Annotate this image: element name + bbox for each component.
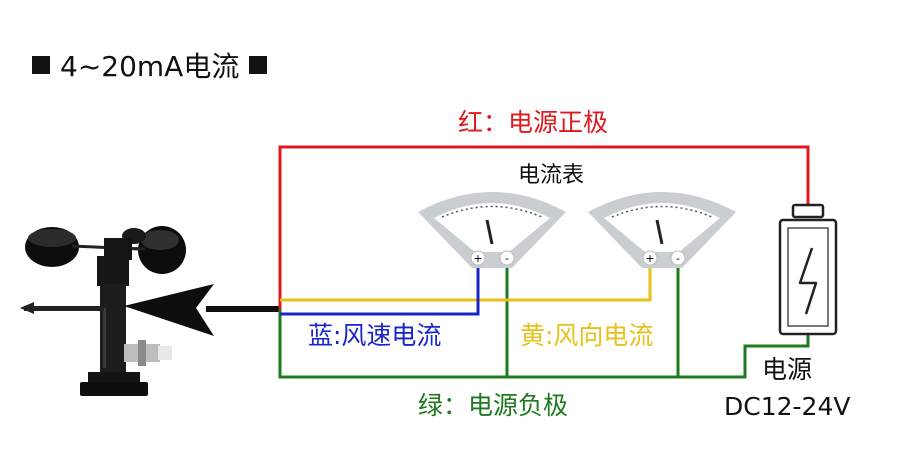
svg-text:-: - — [676, 252, 680, 265]
label-green-power-negative: 绿：电源负极 — [418, 391, 569, 420]
blue-wire — [280, 258, 480, 316]
svg-text:+: + — [645, 252, 654, 265]
ammeter-2-minus-terminal: - — [670, 250, 686, 266]
anemometer-icon — [20, 226, 214, 396]
svg-text:-: - — [505, 252, 509, 265]
title-right-square-icon — [249, 56, 268, 74]
yellow-wire — [280, 258, 652, 302]
ammeter-2-plus-terminal: + — [642, 250, 658, 266]
label-red-power-positive: 红：电源正极 — [458, 108, 609, 137]
title-text: 4~20mA电流 — [60, 50, 240, 83]
label-yellow-wind-direction: 黄:风向电流 — [520, 321, 654, 350]
red-wire — [278, 145, 810, 309]
lightning-icon — [798, 247, 818, 315]
ammeter-icon — [418, 192, 566, 268]
diagram-title: 4~20mA电流 — [32, 46, 268, 84]
label-voltage: DC12-24V — [724, 392, 851, 421]
ammeter-icon — [588, 192, 736, 268]
battery-icon — [778, 203, 838, 336]
label-ammeter: 电流表 — [518, 163, 585, 188]
ammeter-1-plus-terminal: + — [470, 250, 486, 266]
label-power-supply: 电源 — [762, 355, 813, 384]
label-blue-wind-speed: 蓝:风速电流 — [308, 321, 442, 350]
ammeter-1-minus-terminal: - — [499, 250, 515, 266]
svg-text:+: + — [473, 252, 482, 265]
green-wire — [278, 309, 810, 379]
title-left-square-icon — [32, 56, 50, 74]
